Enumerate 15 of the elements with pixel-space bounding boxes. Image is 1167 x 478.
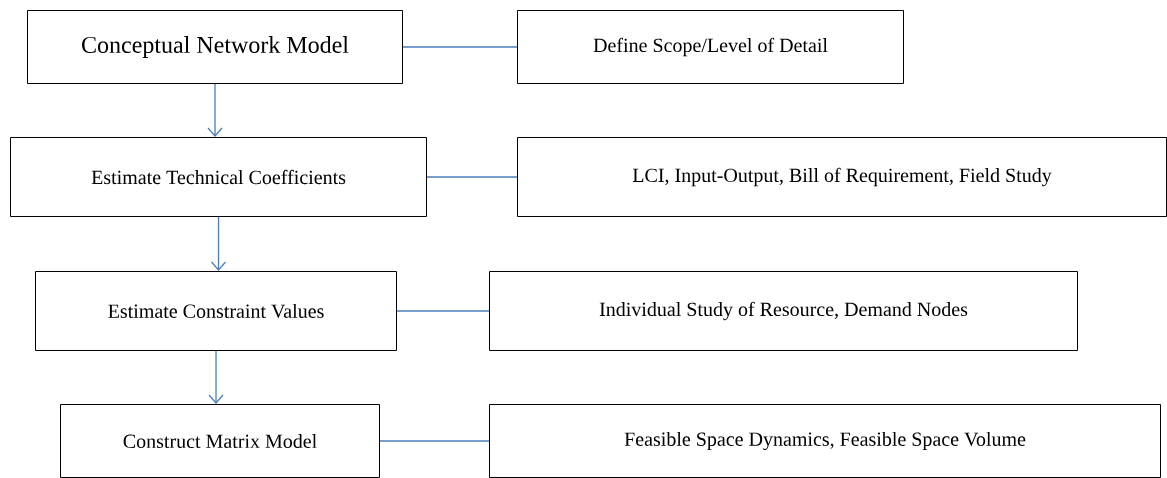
connector-line: [396, 310, 490, 312]
note-box: LCI, Input-Output, Bill of Requirement, Field Study: [517, 137, 1167, 217]
arrow: [208, 350, 224, 404]
arrow: [207, 83, 223, 137]
process-box: Estimate Constraint Values: [35, 271, 397, 351]
connector-line: [402, 46, 518, 48]
note-box: Define Scope/Level of Detail: [517, 10, 904, 84]
connector-line: [379, 440, 490, 442]
note-box: Feasible Space Dynamics, Feasible Space Volume: [489, 404, 1161, 478]
note-box: Individual Study of Resource, Demand Nodes: [489, 271, 1078, 351]
process-box: Estimate Technical Coefficients: [10, 137, 427, 217]
arrow: [210, 216, 227, 271]
connector-line: [426, 176, 518, 178]
process-box: Conceptual Network Model: [27, 10, 403, 84]
process-box: Construct Matrix Model: [60, 404, 380, 478]
